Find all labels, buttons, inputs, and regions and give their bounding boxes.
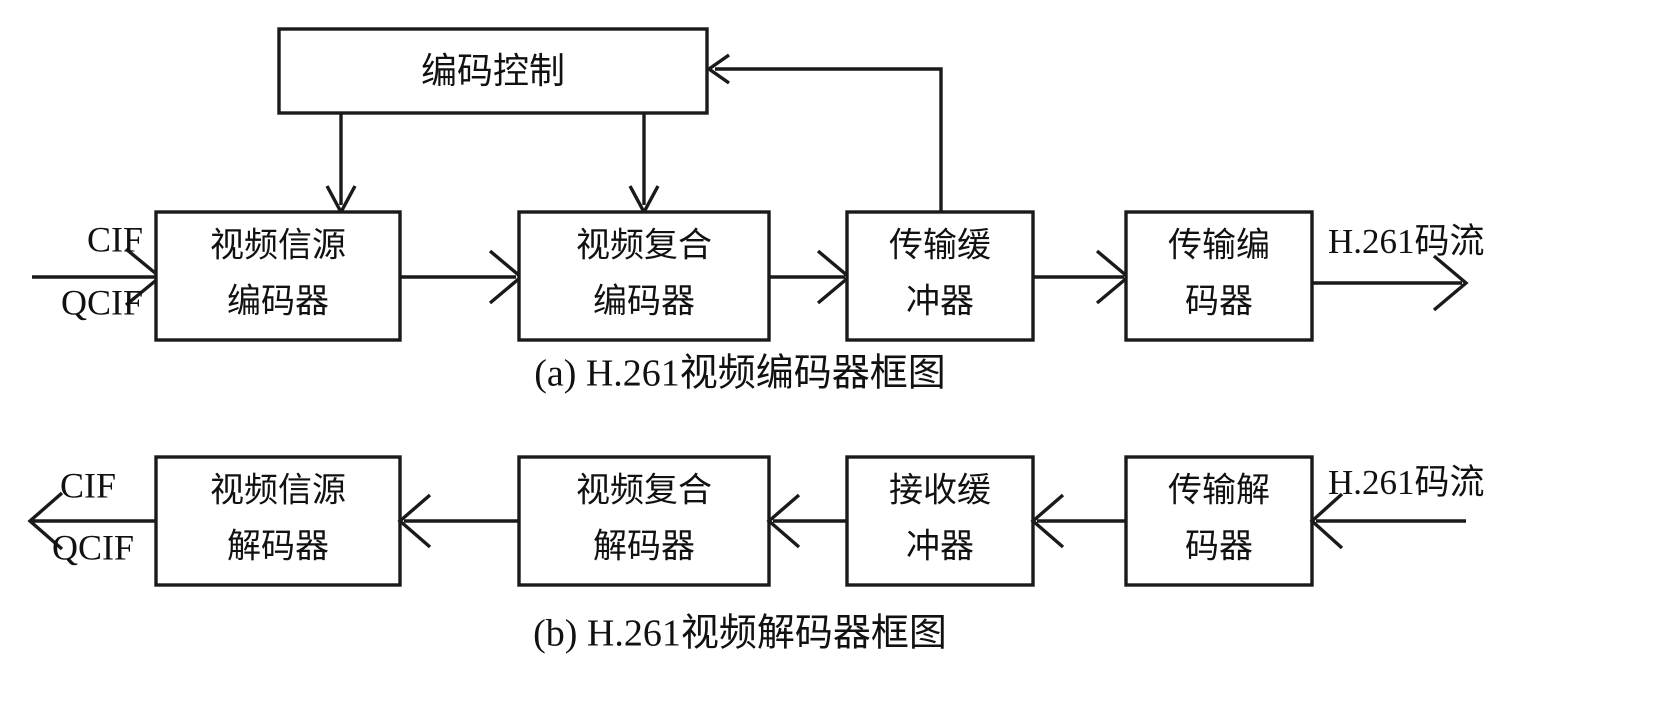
- box-transmit-buffer-line2: 冲器: [906, 282, 974, 322]
- control-to-source-encoder-connector: [325, 113, 357, 216]
- transmit-decoder-to-receive-buffer-connector: [1030, 493, 1126, 549]
- box-transmit-encoder-line2: 码器: [1185, 282, 1253, 322]
- box-video-source-decoder: 视频信源 解码器: [154, 455, 402, 587]
- box-video-multiplex-encoder-line1: 视频复合: [576, 226, 712, 266]
- caption-a: (a) H.261视频编码器框图: [534, 353, 946, 395]
- encoder-control-box-label: 编码控制: [421, 51, 565, 92]
- caption-b: (b) H.261视频解码器框图: [533, 613, 947, 655]
- control-to-multiplex-encoder-connector: [628, 113, 660, 216]
- multiplex-decoder-to-source-decoder-connector: [397, 493, 519, 549]
- box-transmit-decoder: 传输解 码器: [1124, 455, 1314, 587]
- decoder-output-label-cif: CIF: [60, 465, 116, 505]
- receive-buffer-to-multiplex-decoder-connector: [766, 493, 847, 549]
- encoder-input-label-cif: CIF: [87, 219, 143, 259]
- box-transmit-buffer: 传输缓 冲器: [845, 210, 1035, 342]
- box-receive-buffer-line2: 冲器: [906, 527, 974, 567]
- multiplex-to-buffer-connector: [769, 249, 852, 305]
- box-transmit-encoder-line1: 传输编: [1168, 226, 1270, 266]
- encoder-output-label: H.261码流: [1328, 222, 1485, 261]
- box-video-multiplex-decoder-line2: 解码器: [593, 527, 695, 567]
- box-video-multiplex-decoder: 视频复合 解码器: [517, 455, 771, 587]
- encoder-control-box: 编码控制: [277, 27, 709, 115]
- box-video-source-encoder-line2: 编码器: [227, 282, 329, 322]
- decoder-output-label-qcif: QCIF: [52, 527, 134, 567]
- decoder-output-connector: [27, 491, 156, 551]
- box-video-multiplex-encoder-line2: 编码器: [593, 282, 695, 322]
- box-video-source-encoder: 视频信源 编码器: [154, 210, 402, 342]
- box-video-multiplex-decoder-line1: 视频复合: [576, 471, 712, 511]
- box-video-source-decoder-line2: 解码器: [227, 527, 329, 567]
- box-video-source-decoder-line1: 视频信源: [210, 471, 346, 511]
- decoder-input-label: H.261码流: [1328, 463, 1485, 502]
- decoder-input-connector: [1309, 492, 1466, 550]
- buffer-to-transmit-encoder-connector: [1033, 249, 1131, 305]
- encoder-input-label-qcif: QCIF: [61, 282, 143, 322]
- box-transmit-decoder-line1: 传输解: [1168, 471, 1270, 511]
- box-video-source-encoder-line1: 视频信源: [210, 226, 346, 266]
- box-transmit-decoder-line2: 码器: [1185, 527, 1253, 567]
- box-video-multiplex-encoder: 视频复合 编码器: [517, 210, 771, 342]
- box-receive-buffer: 接收缓 冲器: [845, 455, 1035, 587]
- feedback-connector: [706, 53, 943, 212]
- box-transmit-encoder: 传输编 码器: [1124, 210, 1314, 342]
- box-receive-buffer-line1: 接收缓: [889, 471, 991, 511]
- source-to-multiplex-connector: [400, 249, 524, 305]
- encoder-output-connector: [1312, 254, 1469, 312]
- box-transmit-buffer-line1: 传输缓: [889, 226, 991, 266]
